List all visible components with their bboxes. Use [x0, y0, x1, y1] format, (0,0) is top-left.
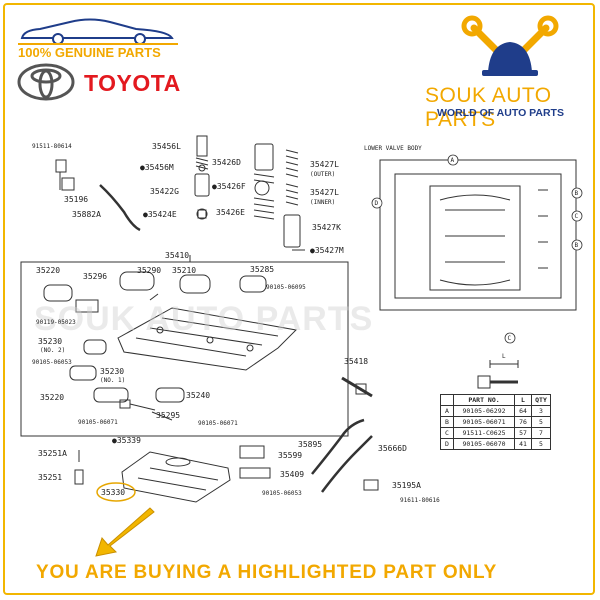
souk-auto-parts-name: SOUK AUTO PARTS	[425, 84, 552, 131]
table-cell: 90105-06292	[453, 405, 515, 417]
label-35426D: 35426D	[212, 158, 241, 167]
label-35422G: 35422G	[150, 187, 179, 196]
table-cell: 5	[531, 416, 551, 428]
diagram-watermark: SOUK AUTO PARTS	[34, 300, 373, 338]
label-91611-80616: 91611-80616	[400, 497, 440, 504]
callout-circles	[371, 154, 583, 344]
table-cell: A	[440, 405, 454, 417]
table-cell: B	[440, 416, 454, 428]
label-35195A: 35195A	[392, 481, 421, 490]
label-35427K: 35427K	[312, 223, 341, 232]
label-35295: 35295	[156, 411, 180, 420]
callout-letter-a: A	[451, 157, 455, 164]
label-90105-06071-b: 90105-06071	[198, 420, 238, 427]
table-row: C 91511-C0625 57 7	[440, 427, 551, 439]
label-35882A: 35882A	[72, 210, 101, 219]
table-cell: D	[440, 438, 454, 450]
callout-letter-c-2: C	[508, 335, 512, 342]
table-header-cell: L	[514, 394, 532, 406]
table-cell: 91511-C0625	[453, 427, 515, 439]
label-35426F: ●35426F	[212, 182, 246, 191]
label-35456M: ●35456M	[140, 163, 174, 172]
label-inner: (INNER)	[310, 199, 335, 206]
souk-wrench-logo-icon	[460, 10, 560, 86]
label-35339: ●35339	[112, 436, 141, 445]
table-cell: 64	[514, 405, 532, 417]
table-cell: 76	[514, 416, 532, 428]
label-35427L-inner: 35427L	[310, 188, 339, 197]
table-row: B 90105-06071 76 5	[440, 416, 551, 428]
callout-letter-b: B	[575, 190, 579, 197]
callout-letter-b-2: B	[575, 242, 579, 249]
label-no2: (NO. 2)	[40, 347, 65, 354]
label-35210: 35210	[172, 266, 196, 275]
label-35240: 35240	[186, 391, 210, 400]
table-cell: 57	[514, 427, 532, 439]
souk-tagline: WORLD OF AUTO PARTS	[437, 107, 564, 119]
label-90105-06095: 90105-06095	[266, 284, 306, 291]
label-35196: 35196	[64, 195, 88, 204]
toyota-wordmark: TOYOTA	[84, 70, 181, 96]
label-35220-top: 35220	[36, 266, 60, 275]
table-cell: C	[440, 427, 454, 439]
table-cell: 7	[531, 427, 551, 439]
table-cell: 41	[514, 438, 532, 450]
label-35895: 35895	[298, 440, 322, 449]
label-35220-bottom: 35220	[40, 393, 64, 402]
callout-letter-d: D	[375, 200, 379, 207]
highlight-ring-35330	[96, 482, 136, 502]
table-row: D 90105-06070 41 5	[440, 438, 551, 450]
toyota-emblem-icon	[16, 62, 76, 106]
label-90105-06053-b: 90105-06053	[262, 490, 302, 497]
label-35290: 35290	[137, 266, 161, 275]
label-35599: 35599	[278, 451, 302, 460]
genuine-parts-text: 100% GENUINE PARTS	[18, 45, 161, 60]
label-35230-no1: 35230	[100, 367, 124, 376]
label-35666D: 35666D	[378, 444, 407, 453]
label-35285: 35285	[250, 265, 274, 274]
dimension-label-L: L	[502, 353, 506, 360]
label-35426E: 35426E	[216, 208, 245, 217]
label-90105-06071-a: 90105-06071	[78, 419, 118, 426]
label-35296: 35296	[83, 272, 107, 281]
label-35418: 35418	[344, 357, 368, 366]
highlighted-part-notice: YOU ARE BUYING A HIGHLIGHTED PART ONLY	[36, 562, 498, 583]
highlight-arrow-icon	[95, 507, 155, 557]
callout-letter-c: C	[575, 213, 579, 220]
label-35251A: 35251A	[38, 449, 67, 458]
lower-valve-body-title: LOWER VALVE BODY	[364, 145, 422, 152]
toyota-car-silhouette-icon	[18, 14, 178, 50]
table-header-cell: PART NO.	[453, 394, 515, 406]
image-frame	[3, 3, 595, 595]
label-35427M: ●35427M	[310, 246, 344, 255]
label-outer: (OUTER)	[310, 171, 335, 178]
table-cell: 90105-06070	[453, 438, 515, 450]
label-35230-no2: 35230	[38, 337, 62, 346]
label-35456L: 35456L	[152, 142, 181, 151]
table-header-row: PART NO. L QTY	[440, 394, 551, 406]
label-35409: 35409	[280, 470, 304, 479]
label-35410: 35410	[165, 251, 189, 260]
parts-table: PART NO. L QTY A 90105-06292 64 3 B 9010…	[440, 394, 551, 450]
table-row: A 90105-06292 64 3	[440, 405, 551, 417]
label-90105-06053-a: 90105-06053	[32, 359, 72, 366]
label-35424E: ●35424E	[143, 210, 177, 219]
label-no1: (NO. 1)	[100, 377, 125, 384]
label-90119-05023: 90119-05023	[36, 319, 76, 326]
table-header-cell: QTY	[531, 394, 551, 406]
table-cell: 90105-06071	[453, 416, 515, 428]
label-35251: 35251	[38, 473, 62, 482]
table-cell: 5	[531, 438, 551, 450]
label-35427L-outer: 35427L	[310, 160, 339, 169]
label-35330: 35330	[101, 488, 125, 497]
table-header-cell	[440, 394, 454, 406]
label-91511-80614: 91511-80614	[32, 143, 72, 150]
table-cell: 3	[531, 405, 551, 417]
